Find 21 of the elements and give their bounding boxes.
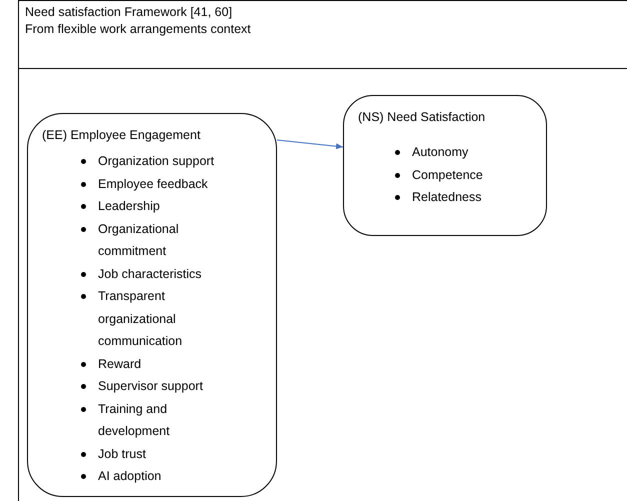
list-item-text: Organizational commitment	[98, 222, 179, 258]
list-item-text: AI adoption	[98, 469, 162, 483]
box-heading: (EE) Employee Engagement	[42, 128, 200, 142]
arrow	[276, 140, 344, 150]
list-item-text: Job trust	[98, 446, 146, 460]
list-item-text: Autonomy	[412, 145, 468, 159]
list-item-text: Organization support	[98, 154, 214, 168]
list-item-text: Relatedness	[412, 190, 482, 204]
rounded-box	[343, 95, 547, 236]
rounded-box	[27, 113, 277, 497]
list-item-text: Reward	[98, 356, 142, 370]
list-item-text: Employee feedback	[98, 176, 208, 190]
list-item-text: Job characteristics	[98, 266, 202, 280]
title: Need satisfaction Framework [41, 60]	[25, 4, 232, 21]
list-item-text: Supervisor support	[98, 379, 203, 393]
list-item-text: Training and development	[98, 402, 170, 438]
list-item-text: Leadership	[98, 199, 160, 213]
box-heading: (NS) Need Satisfaction	[358, 110, 486, 124]
list-item-text: Transparent organizational communication	[98, 289, 182, 348]
subtitle: From flexible work arrangements context	[25, 21, 251, 38]
list-item-text: Competence	[412, 168, 483, 182]
